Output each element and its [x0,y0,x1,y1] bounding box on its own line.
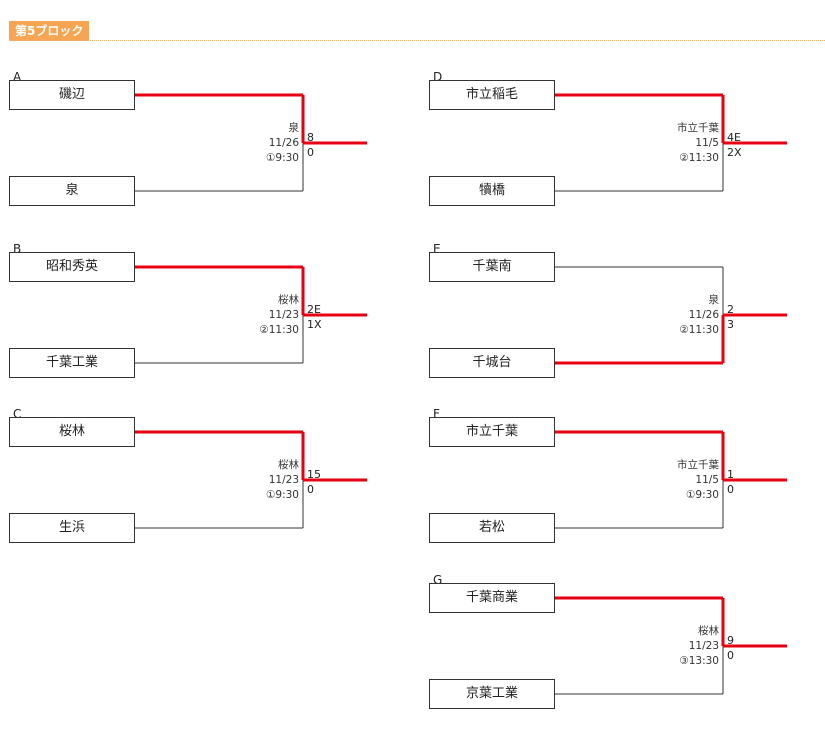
match-time: ②11:30 [259,324,299,336]
team-bottom: 若松 [429,513,555,543]
match-time: ②11:30 [679,324,719,336]
match-time: ①9:30 [266,489,299,501]
match-date: 11/5 [695,474,719,486]
team-bottom: 千葉工業 [9,348,135,378]
match-date: 11/26 [268,137,299,149]
block-label: F [433,407,440,421]
score-top: 4E [727,131,741,144]
team-bottom: 犢橋 [429,176,555,206]
score-top: 2 [727,303,734,316]
match-date: 11/23 [268,474,299,486]
team-top: 千葉商業 [429,583,555,613]
match-venue: 桜林 [698,625,719,637]
bracket-block: C 桜林 生浜 桜林 11/23 ①9:30 15 0 [9,407,429,577]
bracket-lines [135,93,367,192]
score-bottom: 0 [307,146,314,159]
block-label: G [433,573,443,587]
team-top: 市立稲毛 [429,80,555,110]
bracket-block: G 千葉商業 京葉工業 桜林 11/23 ③13:30 9 0 [429,573,825,743]
block-label: B [13,242,22,256]
score-top: 1 [727,468,734,481]
match-venue: 泉 [288,122,300,134]
block-label: A [13,70,22,84]
score-bottom: 3 [727,318,734,331]
match-date: 11/26 [688,309,719,321]
team-top: 桜林 [9,417,135,447]
match-info: 桜林 11/23 ③13:30 [649,624,719,669]
header-divider [9,40,825,41]
team-top: 千葉南 [429,252,555,282]
bracket-block: F 市立千葉 若松 市立千葉 11/5 ①9:30 1 0 [429,407,825,577]
bracket-lines [555,266,787,365]
match-info: 市立千葉 11/5 ②11:30 [649,121,719,166]
team-top: 昭和秀英 [9,252,135,282]
match-info: 泉 11/26 ②11:30 [649,293,719,338]
block-title: 第5ブロック [9,21,90,41]
bracket-lines [555,430,787,529]
match-info: 桜林 11/23 ①9:30 [229,458,299,503]
team-bottom: 生浜 [9,513,135,543]
match-time: ①9:30 [686,489,719,501]
match-info: 桜林 11/23 ②11:30 [229,293,299,338]
bracket-lines [555,93,787,192]
score-top: 8 [307,131,314,144]
score-bottom: 0 [727,649,734,662]
match-venue: 桜林 [278,294,299,306]
team-top: 市立千葉 [429,417,555,447]
team-bottom: 京葉工業 [429,679,555,709]
match-date: 11/23 [268,309,299,321]
score-bottom: 2X [727,146,742,159]
block-label: C [13,407,22,421]
score-bottom: 0 [307,483,314,496]
score-top: 15 [307,468,321,481]
bracket-block: A 磯辺 泉 泉 11/26 ①9:30 8 0 [9,70,429,240]
team-top: 磯辺 [9,80,135,110]
block-label: E [433,242,441,256]
score-bottom: 1X [307,318,322,331]
block-label: D [433,70,443,84]
match-time: ①9:30 [266,152,299,164]
match-date: 11/5 [695,137,719,149]
match-date: 11/23 [688,640,719,652]
bracket-lines [135,430,367,529]
score-top: 9 [727,634,734,647]
match-venue: 泉 [708,294,720,306]
match-info: 泉 11/26 ①9:30 [229,121,299,166]
score-top: 2E [307,303,321,316]
match-venue: 市立千葉 [677,459,719,471]
match-time: ③13:30 [679,655,719,667]
team-bottom: 泉 [9,176,135,206]
bracket-block: B 昭和秀英 千葉工業 桜林 11/23 ②11:30 2E 1X [9,242,429,412]
match-venue: 市立千葉 [677,122,719,134]
bracket-block: D 市立稲毛 犢橋 市立千葉 11/5 ②11:30 4E 2X [429,70,825,240]
bracket-block: E 千葉南 千城台 泉 11/26 ②11:30 2 3 [429,242,825,412]
score-bottom: 0 [727,483,734,496]
team-bottom: 千城台 [429,348,555,378]
match-venue: 桜林 [278,459,299,471]
match-time: ②11:30 [679,152,719,164]
match-info: 市立千葉 11/5 ①9:30 [649,458,719,503]
bracket-lines [135,265,367,364]
bracket-lines [555,596,787,695]
